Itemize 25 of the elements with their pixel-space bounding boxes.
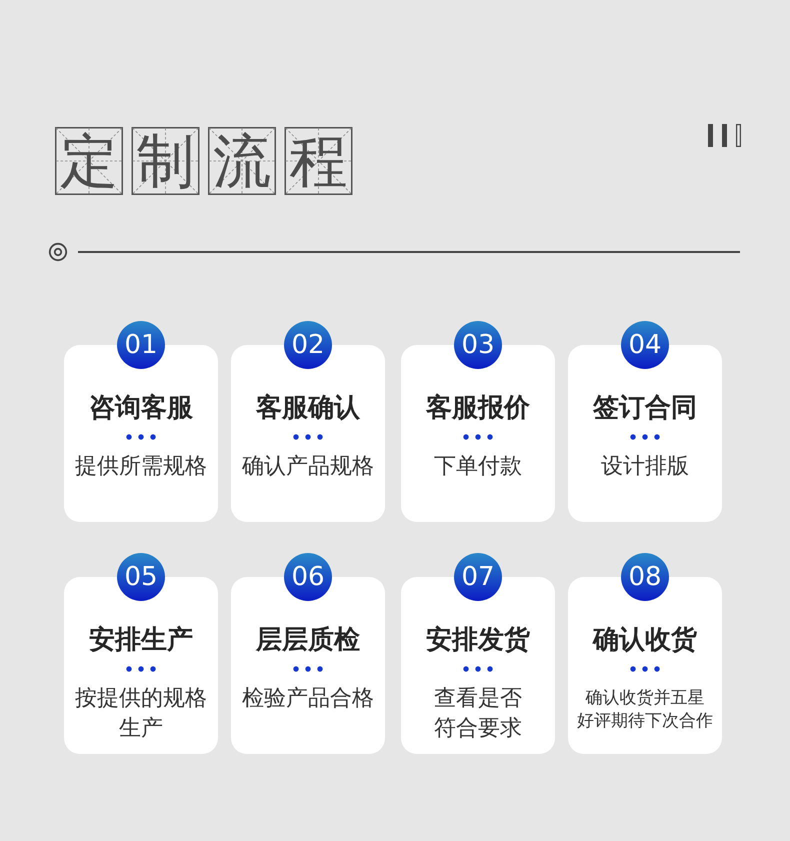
step-description: 提供所需规格 [75, 453, 207, 481]
step-title: 签订合同 [593, 393, 697, 423]
step-number-badge: 01 [117, 321, 165, 369]
step-number-badge: 03 [454, 321, 502, 369]
step-title: 客服确认 [256, 393, 360, 423]
step-title: 层层质检 [256, 625, 360, 655]
step-number-badge: 07 [454, 553, 502, 601]
step-title: 咨询客服 [89, 393, 193, 423]
title: 定制流程 [55, 127, 352, 195]
step-title: 安排生产 [89, 625, 193, 655]
step-description: 下单付款 [434, 453, 522, 481]
step-description: 按提供的规格生产 [75, 685, 207, 743]
step-description: 确认收货并五星好评期待下次合作 [577, 687, 713, 733]
step-description: 设计排版 [601, 453, 689, 481]
step-title: 安排发货 [426, 625, 530, 655]
step-title: 确认收货 [593, 625, 697, 655]
step-description: 确认产品规格 [242, 453, 374, 481]
step-number-badge: 06 [284, 553, 332, 601]
step-number-badge: 08 [621, 553, 669, 601]
step-number-badge: 05 [117, 553, 165, 601]
step-description: 查看是否符合要求 [434, 685, 522, 743]
step-description: 检验产品合格 [242, 685, 374, 713]
step-number-badge: 02 [284, 321, 332, 369]
step-number-badge: 04 [621, 321, 669, 369]
step-title: 客服报价 [426, 393, 530, 423]
